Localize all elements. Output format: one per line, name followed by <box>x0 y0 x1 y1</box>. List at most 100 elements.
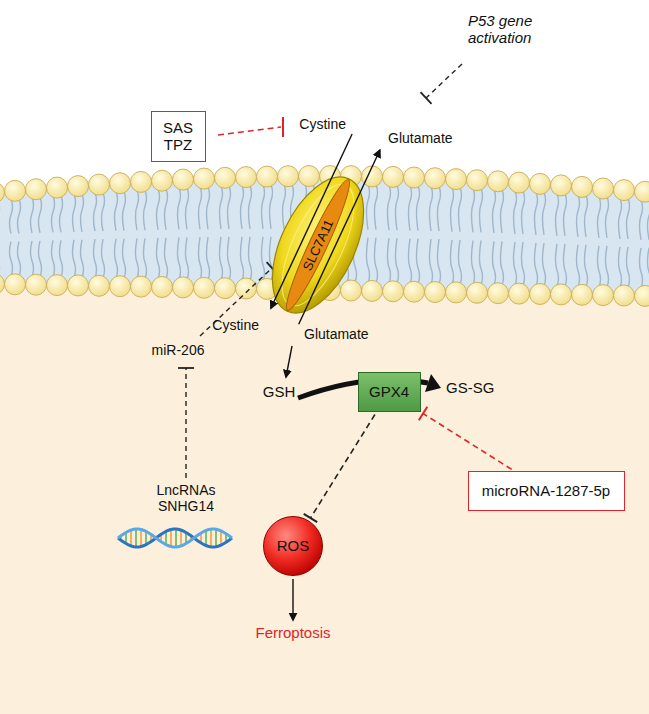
lipid-tail <box>438 186 441 231</box>
lipid-tail <box>31 197 34 233</box>
lipid-tail <box>564 193 567 236</box>
lipid-tail <box>115 239 118 279</box>
node-label: GPX4 <box>369 383 409 400</box>
lipid-tail <box>430 186 433 231</box>
lipid-tail <box>501 189 504 233</box>
import-arrow <box>271 134 352 308</box>
lipid-tail <box>262 185 265 229</box>
lipid-tail <box>199 237 202 280</box>
lipid-head <box>173 277 194 298</box>
lipid-tail <box>60 196 63 233</box>
lipid-head <box>236 167 257 188</box>
lipid-tail <box>18 199 21 234</box>
lipid-head <box>530 173 551 194</box>
lipid-tail <box>207 187 210 230</box>
dna-strand <box>118 529 232 547</box>
lipid-head <box>278 166 299 187</box>
lipid-tail <box>396 185 399 230</box>
dna-rung <box>135 529 137 547</box>
lipid-head <box>215 278 236 299</box>
lipid-tail <box>543 192 546 235</box>
dna-helix <box>118 529 232 547</box>
lipid-head <box>194 277 215 298</box>
inhibition-line <box>200 268 272 336</box>
lipid-tail <box>136 238 139 278</box>
lipid-head <box>131 171 152 192</box>
lipid-tail <box>220 186 223 229</box>
lipid-tail <box>640 200 643 240</box>
lipid-head <box>110 173 131 194</box>
lipid-tail <box>199 187 202 230</box>
lipid-tail <box>136 190 139 230</box>
lipid-head <box>383 281 404 302</box>
lipid-tail <box>627 198 630 239</box>
lipid-head <box>299 166 320 187</box>
lipid-tail <box>367 184 370 229</box>
lipid-tail <box>375 238 378 283</box>
lipid-tail <box>207 237 210 280</box>
lipid-tail <box>619 247 622 288</box>
lipid-tail <box>10 242 13 277</box>
lipid-tail <box>564 244 567 287</box>
lipid-tail <box>31 241 34 277</box>
lipid-tail <box>102 193 105 232</box>
lipid-tail <box>556 193 559 236</box>
lipid-tail <box>459 187 462 232</box>
lipid-tail <box>409 185 412 230</box>
dna-rung <box>215 529 217 546</box>
lipid-tail <box>18 242 21 277</box>
lipid-tail <box>283 184 286 229</box>
lipid-tail <box>472 241 475 285</box>
lipid-tail <box>480 241 483 285</box>
lipid-tail <box>514 191 517 235</box>
lipid-tail <box>367 238 370 283</box>
lipid-tail <box>417 185 420 230</box>
lipid-head <box>572 284 593 305</box>
lipid-head <box>152 170 173 191</box>
lipid-tail <box>493 241 496 285</box>
lipid-tail <box>52 196 55 233</box>
lipid-head <box>446 282 467 303</box>
mirna-box: microRNA-1287-5p <box>468 471 625 511</box>
lipid-head <box>68 275 89 296</box>
lipid-tail <box>81 240 84 278</box>
inhibition-connector <box>419 407 512 470</box>
lipid-tail <box>178 188 181 230</box>
lipid-tail <box>165 238 168 279</box>
lipid-head <box>530 284 551 305</box>
inhibition-bar <box>282 117 284 137</box>
lipid-tail <box>585 195 588 237</box>
ros-circle: ROS <box>263 516 323 576</box>
lipid-tail <box>648 248 649 288</box>
lipid-tail <box>123 191 126 231</box>
transporter-channel <box>279 176 356 314</box>
dna-rung <box>170 530 172 547</box>
lipid-head <box>614 180 635 201</box>
lipid-head <box>551 175 572 196</box>
lipid-tail <box>606 246 609 287</box>
inhibition-line <box>218 127 281 135</box>
enzyme-box: GPX4 <box>358 372 421 412</box>
lipid-tail <box>249 185 252 229</box>
lipid-tail <box>73 240 76 278</box>
dna-rung <box>180 530 182 546</box>
lipid-head <box>89 174 110 195</box>
lipid-head <box>194 168 215 189</box>
lipid-tail <box>430 239 433 284</box>
lipid-tail <box>640 248 643 288</box>
lipid-tail <box>228 237 231 280</box>
lipid-tail <box>619 198 622 239</box>
lipid-tail <box>241 185 244 229</box>
lipid-tail <box>270 185 273 229</box>
lipid-tail <box>157 189 160 230</box>
lipid-tail <box>73 194 76 232</box>
node-label: ROS <box>277 537 310 554</box>
lipid-head <box>383 166 404 187</box>
lipid-tail <box>417 239 420 284</box>
lipid-tail <box>438 239 441 284</box>
lipid-head <box>446 169 467 190</box>
lipid-tail <box>94 239 97 278</box>
lipid-head <box>509 283 530 304</box>
lipid-tail <box>81 194 84 232</box>
lipid-tail <box>598 246 601 287</box>
